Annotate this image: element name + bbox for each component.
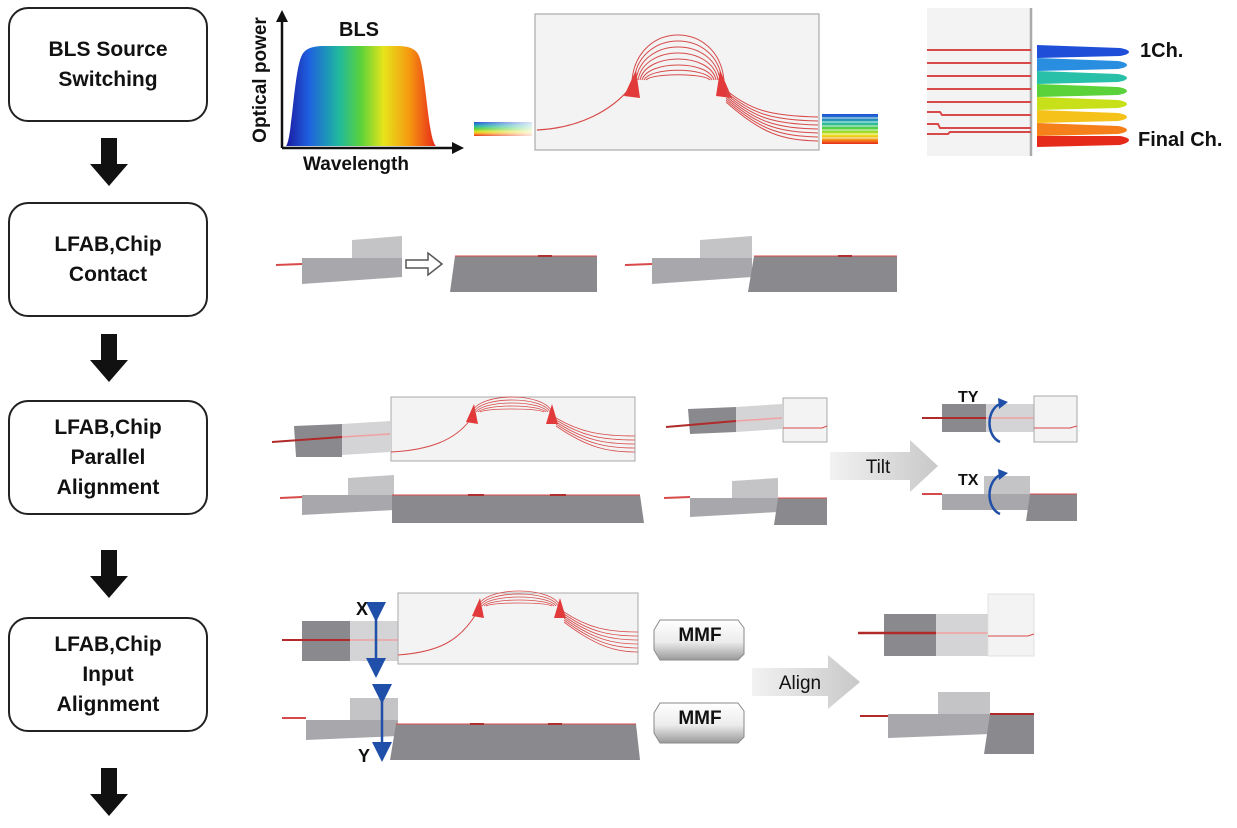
parallel-top-view xyxy=(271,396,636,462)
parallel-side-view xyxy=(279,475,644,523)
down-arrow-3 xyxy=(90,550,128,598)
mmf-bottom: MMF xyxy=(653,702,745,744)
first-channel-label: 1Ch. xyxy=(1140,40,1183,62)
down-arrow-1 xyxy=(90,138,128,186)
step-chip-contact: LFAB,Chip Contact xyxy=(8,202,208,317)
bls-title: BLS xyxy=(339,19,379,41)
contact-before xyxy=(275,236,597,292)
output-rainbow-bundle xyxy=(822,114,878,144)
mmf-bottom-label: MMF xyxy=(678,708,721,729)
tilt-ty-view: TY xyxy=(922,389,1078,444)
mmf-top: MMF xyxy=(653,619,745,661)
input-aligned-side xyxy=(860,692,1034,754)
input-align-side-view: Y xyxy=(282,684,640,766)
bls-spectrum-plot: BLS Optical power Wavelength xyxy=(250,10,464,175)
awg-chip-large xyxy=(534,13,820,151)
final-channel-label: Final Ch. xyxy=(1138,129,1222,151)
down-arrow-2 xyxy=(90,334,128,382)
tx-label: TX xyxy=(958,472,979,489)
x-axis-marker: X xyxy=(356,599,368,619)
parallel-zoom-side xyxy=(663,478,827,525)
parallel-zoom-top xyxy=(665,397,828,443)
channel-output-panel xyxy=(927,8,1033,156)
y-axis-label: Optical power xyxy=(250,17,271,143)
align-arrow: Align xyxy=(752,655,860,709)
x-axis-label: Wavelength xyxy=(303,154,409,175)
channel-plumes: 1Ch. Final Ch. xyxy=(1037,40,1222,151)
y-axis-marker: Y xyxy=(358,746,370,766)
step-bls-source-switching: BLS Source Switching xyxy=(8,7,208,122)
tilt-label: Tilt xyxy=(866,457,891,478)
step-input-alignment: LFAB,Chip Input Alignment xyxy=(8,617,208,732)
input-align-top-view: X xyxy=(282,590,639,678)
input-aligned-top xyxy=(858,593,1035,657)
tilt-arrow: Tilt xyxy=(830,440,938,492)
input-rainbow-bundle xyxy=(474,122,532,136)
step-parallel-alignment: LFAB,Chip Parallel Alignment xyxy=(8,400,208,515)
align-label: Align xyxy=(779,673,821,694)
down-arrow-4 xyxy=(90,768,128,816)
contact-after xyxy=(624,236,897,292)
mmf-top-label: MMF xyxy=(678,625,721,646)
tilt-tx-view: TX xyxy=(922,469,1077,521)
ty-label: TY xyxy=(958,389,979,406)
